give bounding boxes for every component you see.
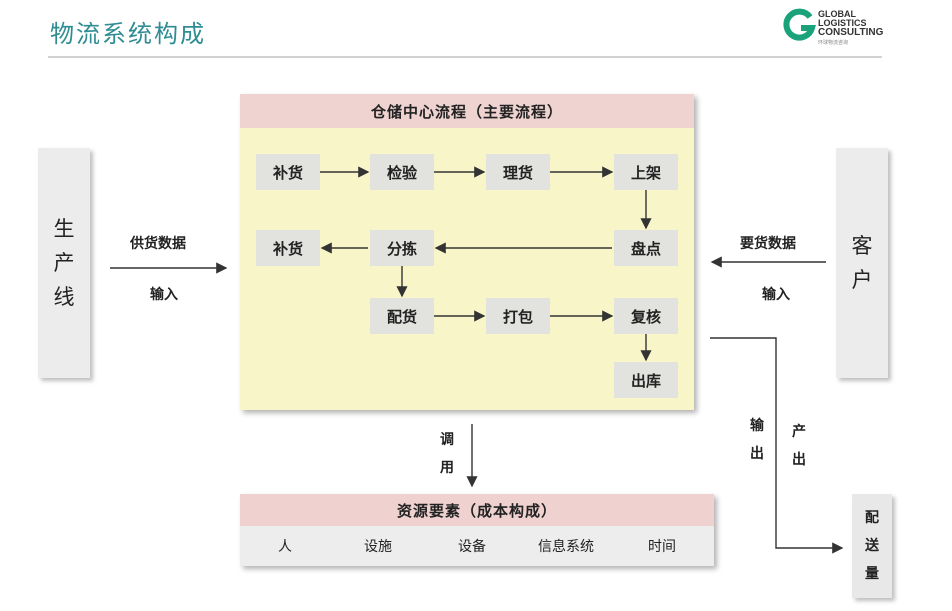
production-line-box: 生 产 线 — [38, 148, 90, 378]
warehouse-process-header: 仓储中心流程（主要流程） — [240, 94, 694, 128]
delivery-char: 量 — [865, 566, 879, 582]
resource-item-people: 人 — [278, 539, 292, 555]
step-inspection: 检验 — [370, 154, 434, 190]
supply-input-label: 输入 — [150, 287, 178, 303]
step-recheck: 复核 — [614, 298, 678, 334]
customer-char: 客 — [851, 234, 873, 258]
step-outbound: 出库 — [614, 362, 678, 398]
customer-box: 客 户 — [836, 148, 888, 378]
delivery-char: 送 — [865, 538, 879, 554]
output-label: 输 出 — [750, 418, 764, 462]
step-allocation: 配货 — [370, 298, 434, 334]
production-line-char: 生 — [53, 217, 75, 241]
production-line-char: 产 — [53, 251, 75, 275]
resource-item-time: 时间 — [648, 539, 676, 555]
demand-data-label: 要货数据 — [740, 236, 796, 252]
step-sorting-goods: 理货 — [486, 154, 550, 190]
produce-label: 产 出 — [792, 424, 806, 468]
step-shelving: 上架 — [614, 154, 678, 190]
call-label: 调 用 — [440, 432, 454, 476]
step-stocktake: 盘点 — [614, 230, 678, 266]
logo-subtitle: 环球物流咨询 — [818, 40, 849, 46]
logo: GLOBAL LOGISTICS CONSULTING 环球物流咨询 — [782, 8, 892, 48]
page-title: 物流系统构成 — [50, 20, 206, 48]
step-picking: 分拣 — [370, 230, 434, 266]
step-replenish-top: 补货 — [256, 154, 320, 190]
delivery-volume-box: 配 送 量 — [852, 494, 892, 598]
arrow-output-to-delivery — [710, 337, 844, 554]
title-divider — [48, 56, 882, 58]
production-line-char: 线 — [53, 285, 75, 309]
logo-text: GLOBAL LOGISTICS CONSULTING — [818, 9, 884, 38]
resources-box: 资源要素（成本构成） 人 设施 设备 信息系统 时间 — [240, 494, 714, 566]
resource-item-facilities: 设施 — [364, 539, 392, 555]
supply-data-label: 供货数据 — [130, 236, 186, 252]
resource-item-info-system: 信息系统 — [538, 539, 594, 555]
resources-header: 资源要素（成本构成） — [240, 494, 714, 526]
delivery-char: 配 — [865, 510, 879, 526]
demand-input-label: 输入 — [762, 287, 790, 303]
step-replenish-mid: 补货 — [256, 230, 320, 266]
customer-char: 户 — [851, 268, 873, 292]
step-packing: 打包 — [486, 298, 550, 334]
logo-g-icon — [783, 8, 816, 41]
resource-item-equipment: 设备 — [458, 539, 486, 555]
